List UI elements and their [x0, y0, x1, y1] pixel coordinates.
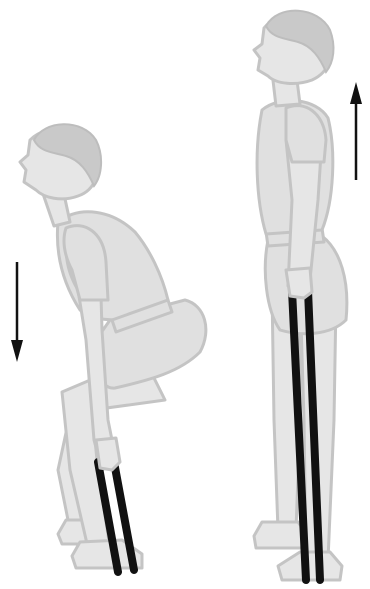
standing-front-foot — [278, 552, 342, 580]
squatting-figure — [20, 124, 206, 572]
up-arrow-icon — [350, 82, 362, 180]
squat-hand — [96, 438, 120, 470]
down-arrow-icon — [11, 262, 23, 362]
standing-hand — [286, 268, 312, 298]
standing-figure — [254, 11, 347, 580]
